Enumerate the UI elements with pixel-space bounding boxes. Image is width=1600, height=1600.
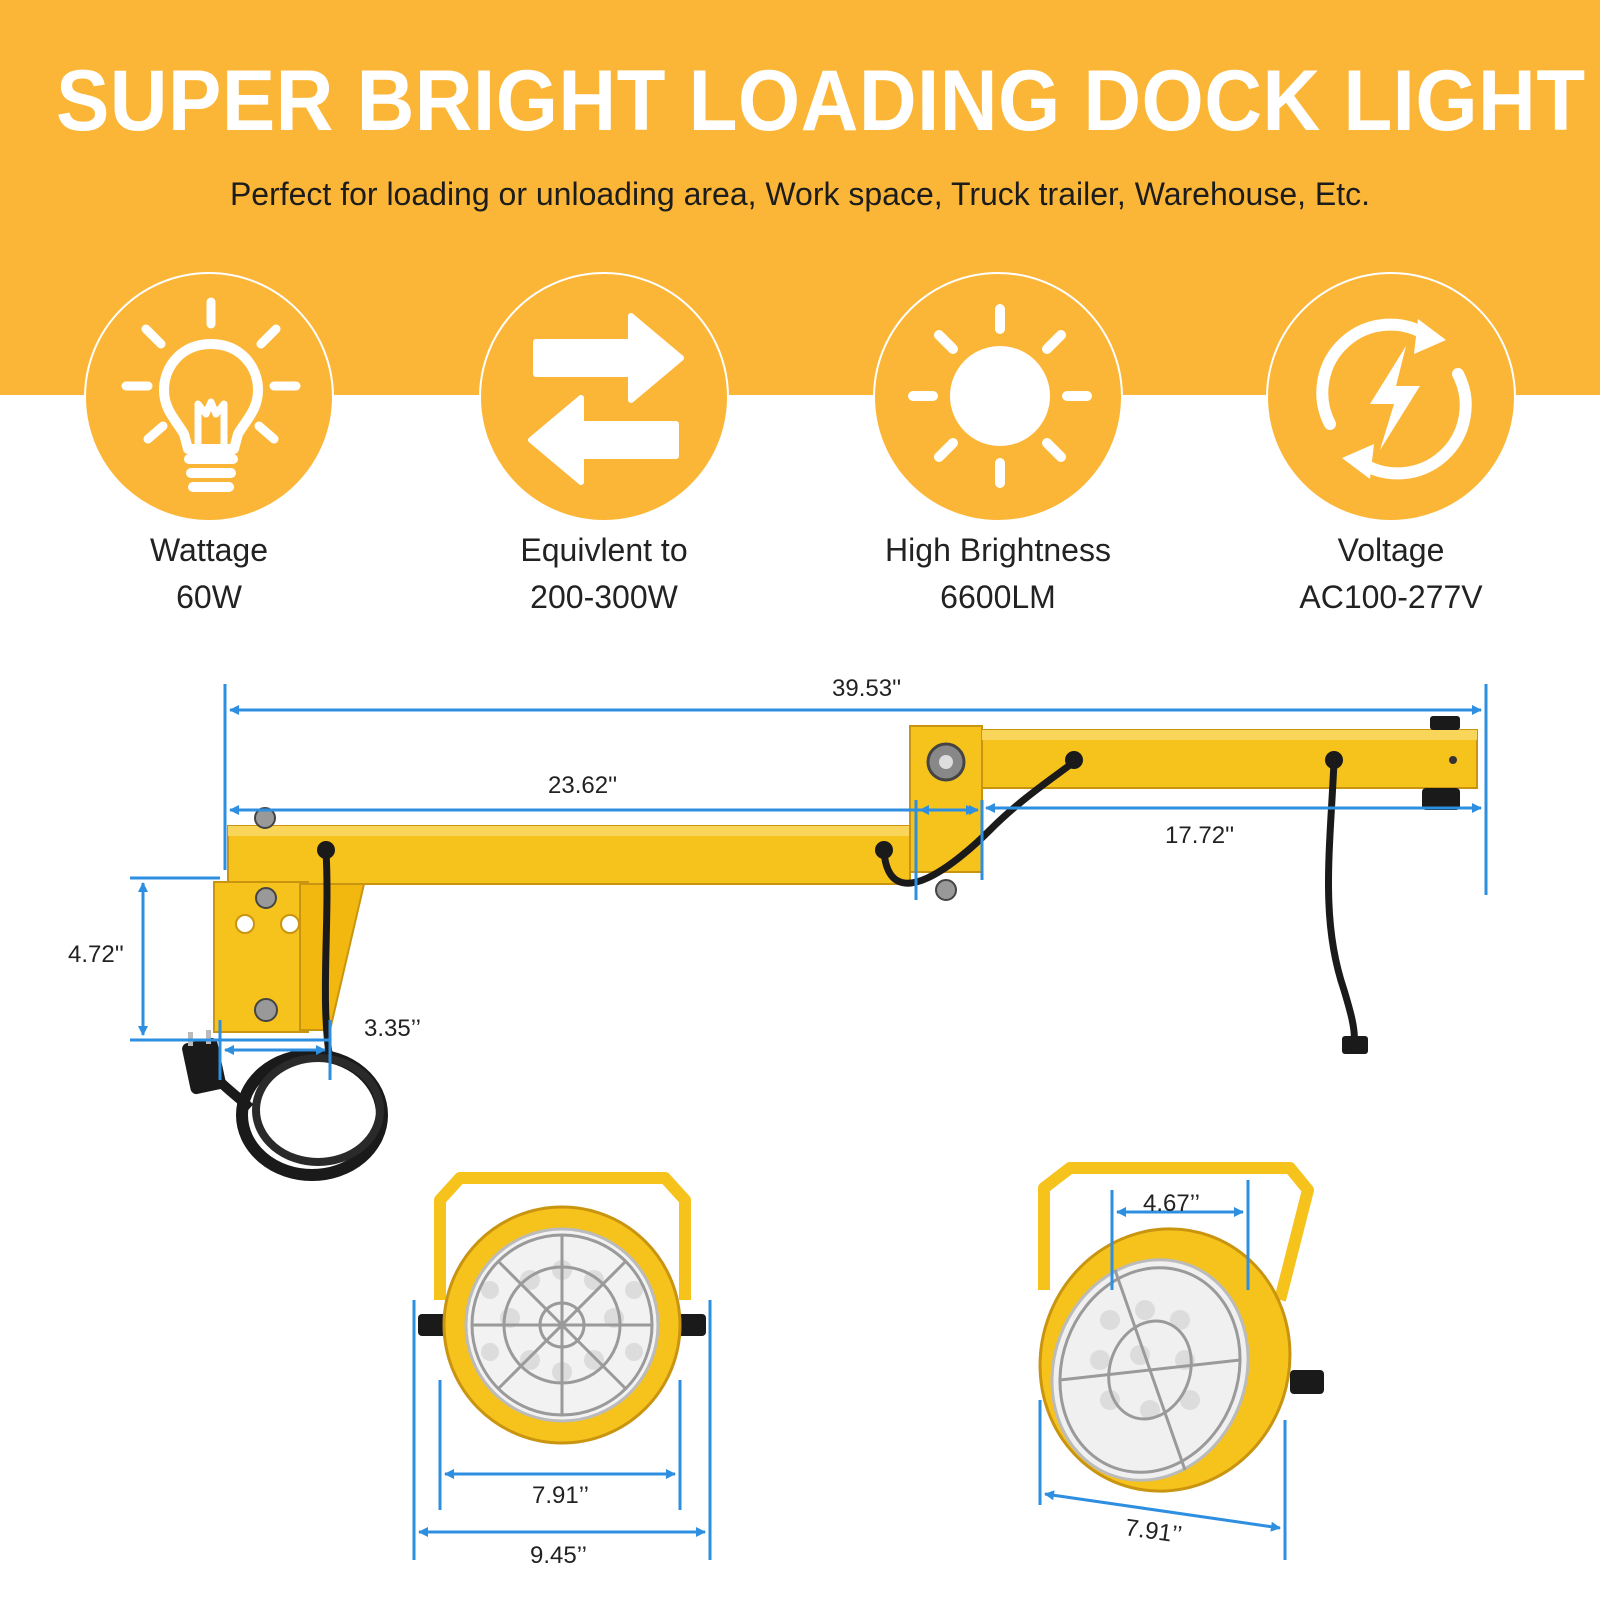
dimension-lamp-front-total: 9.45’’ xyxy=(530,1542,587,1569)
feature-value: 60W xyxy=(176,579,242,615)
page-subtitle: Perfect for loading or unloading area, W… xyxy=(229,176,1371,212)
page-title: SUPER BRIGHT LOADING DOCK LIGHT xyxy=(56,53,1586,149)
feature-label: High Brightness xyxy=(885,532,1111,568)
feature-label: Voltage xyxy=(1337,532,1445,568)
lightning-cycle-icon xyxy=(1316,318,1472,480)
dimension-lamp-side-top: 4.67’’ xyxy=(1143,1190,1200,1217)
cable-connector xyxy=(1342,1036,1368,1054)
feature-value: 200-300W xyxy=(530,579,678,615)
coiled-power-cord xyxy=(182,1030,388,1181)
feature-label: Equivlent to xyxy=(520,532,688,568)
dimension-total-length: 39.53'' xyxy=(832,675,902,702)
feature-value: AC100-277V xyxy=(1299,579,1483,615)
dimension-inner-arm: 23.62'' xyxy=(548,772,618,799)
lamp-front-view xyxy=(418,1172,706,1445)
feature-label: Wattage xyxy=(150,532,268,568)
feature-circle xyxy=(84,272,334,522)
dimension-outer-arm: 17.72'' xyxy=(1165,822,1235,849)
sun-icon xyxy=(908,304,1092,488)
dimension-bracket-height: 4.72'' xyxy=(68,941,124,968)
dimension-bracket-width: 3.35’’ xyxy=(364,1015,421,1042)
feature-circle xyxy=(479,272,729,522)
exchange-arrows-icon xyxy=(528,313,684,485)
feature-value: 6600LM xyxy=(940,579,1056,615)
feature-brightness: High Brightness 6600LM xyxy=(873,272,1123,622)
feature-wattage: Wattage 60W xyxy=(84,272,334,622)
dock-light-arm xyxy=(213,716,1478,1033)
feature-voltage: Voltage AC100-277V xyxy=(1266,272,1516,622)
dimension-lines xyxy=(130,684,1488,1560)
feature-circle xyxy=(1266,272,1516,522)
lamp-side-view xyxy=(1038,1162,1324,1493)
lightbulb-icon xyxy=(121,297,301,492)
feature-equivalent: Equivlent to 200-300W xyxy=(479,272,729,622)
dimension-lamp-front-face: 7.91’’ xyxy=(532,1482,589,1509)
feature-circle xyxy=(873,272,1123,522)
